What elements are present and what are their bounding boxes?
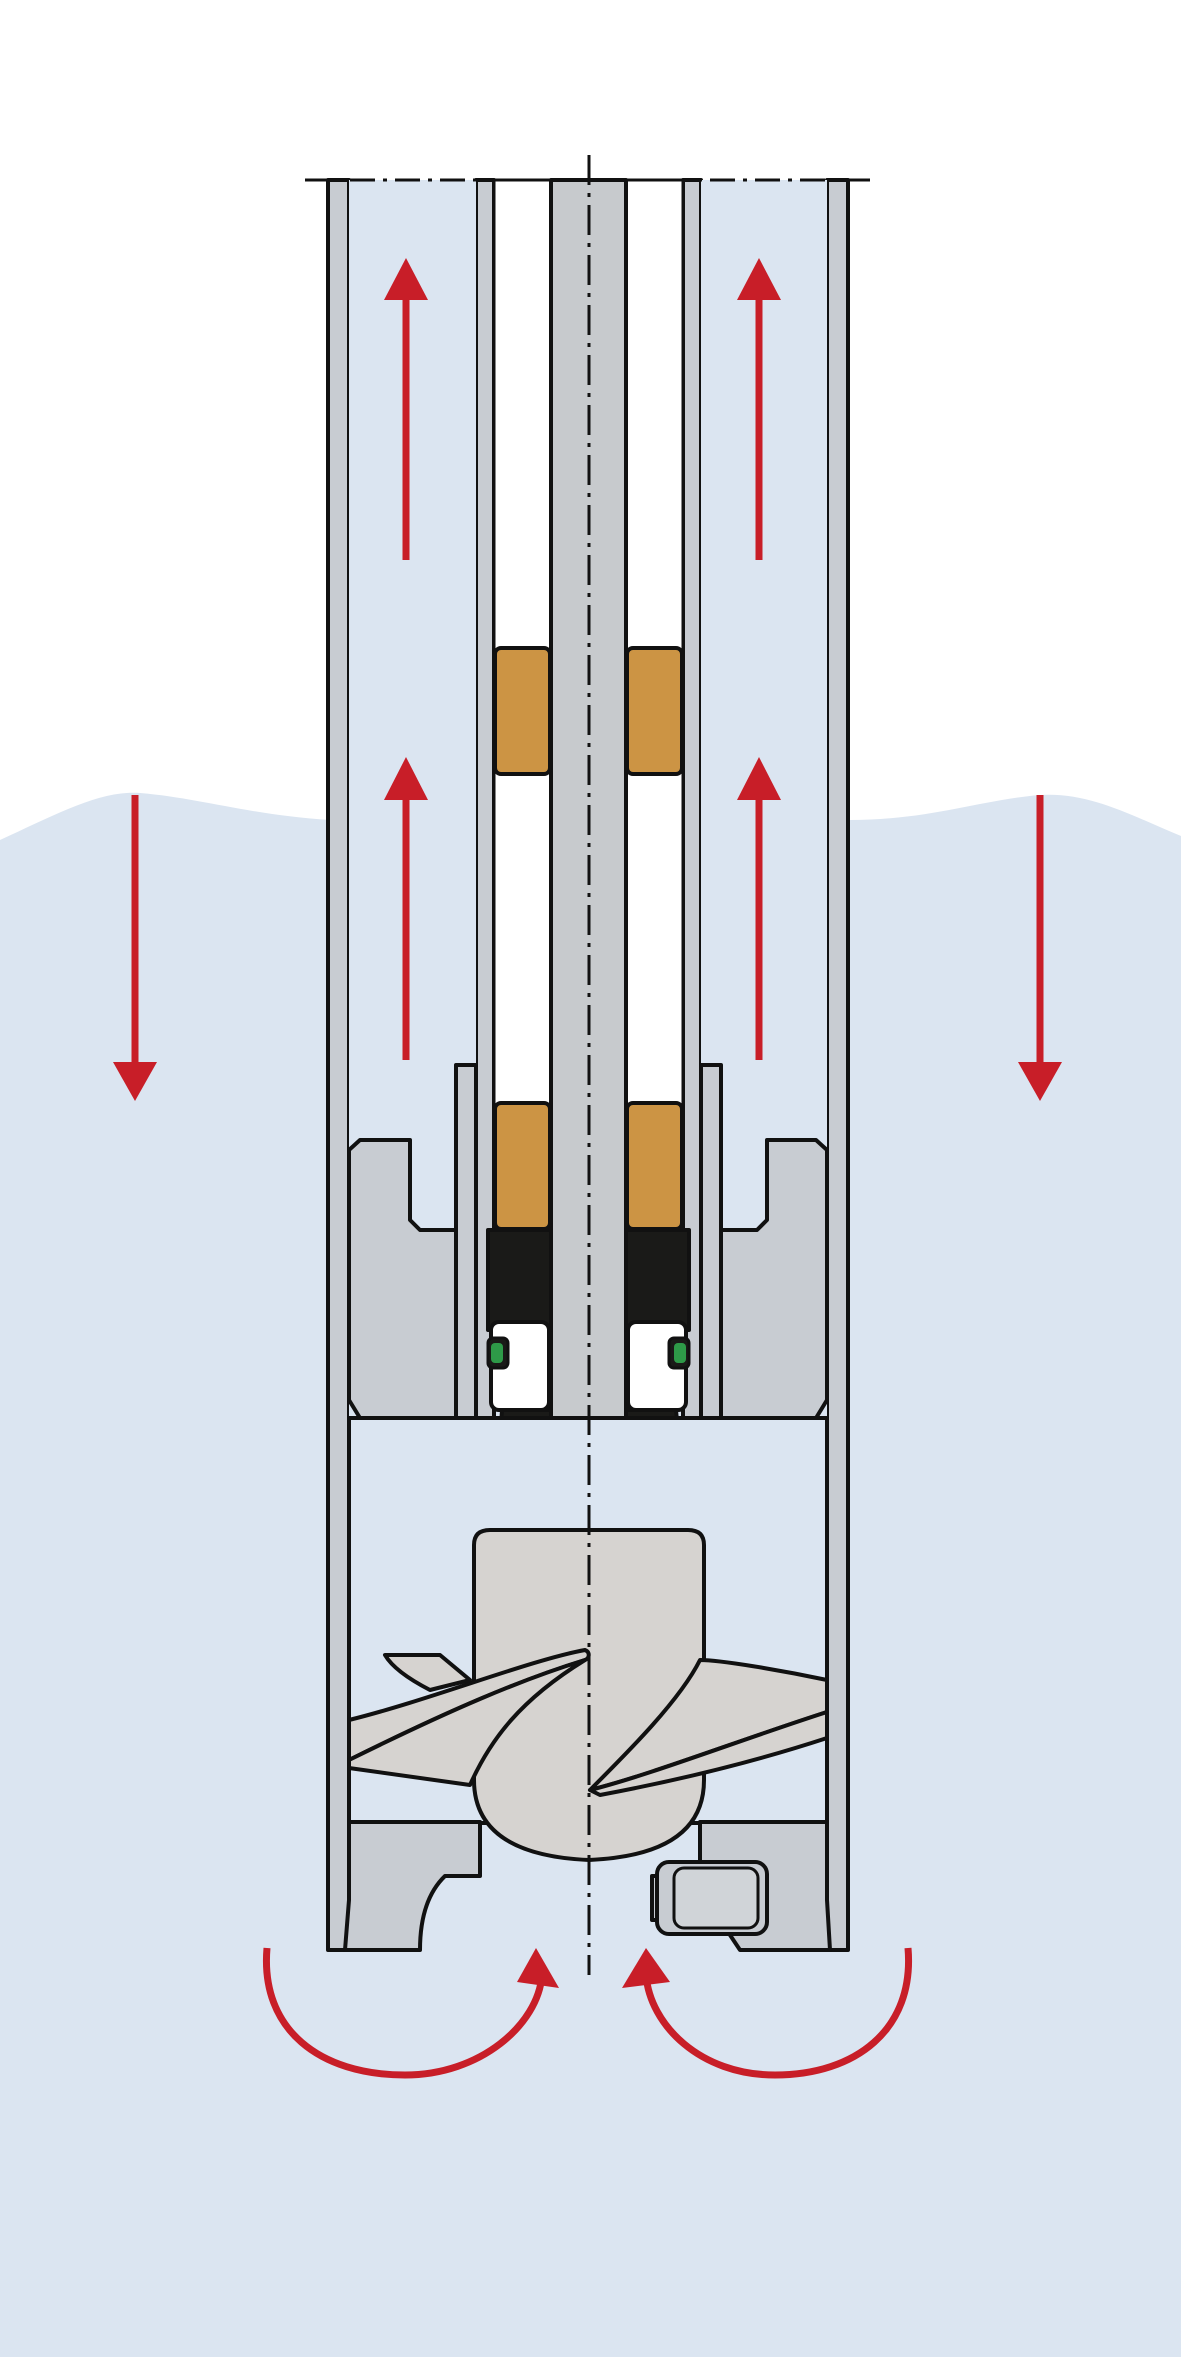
drain-plug-inner xyxy=(672,1866,760,1930)
flange-left xyxy=(347,1138,462,1420)
flow-arrow-icon xyxy=(737,757,781,1060)
seal-right xyxy=(624,1228,691,1332)
impeller-blade-left-tip xyxy=(383,1653,472,1692)
flow-arrows xyxy=(113,258,1062,2079)
collar-right xyxy=(699,1063,723,1422)
seal-left xyxy=(486,1228,553,1332)
lower-bearing-left xyxy=(493,1101,552,1231)
impeller-blade-left-lower xyxy=(347,1658,587,1787)
upper-bearing-left xyxy=(493,646,552,776)
upper-bearing-right xyxy=(625,646,684,776)
flow-arrow-icon xyxy=(1018,795,1062,1101)
base-casting-left xyxy=(343,1820,482,1952)
liquid-body-right xyxy=(850,794,1181,2357)
seal-oring-right xyxy=(674,1343,686,1363)
flow-arrow-icon xyxy=(113,795,157,1101)
flow-arrow-icon xyxy=(737,258,781,560)
outer-casing-left xyxy=(326,178,351,1952)
flow-arrow-icon xyxy=(384,258,428,560)
flow-arrow-icon xyxy=(622,1947,913,2079)
lower-bearing-right xyxy=(625,1101,684,1231)
collar-left xyxy=(454,1063,478,1422)
liquid-body xyxy=(0,792,330,2357)
flange-right xyxy=(715,1138,829,1420)
impeller-blade-right-lower xyxy=(588,1710,829,1797)
outer-casing-right xyxy=(825,178,850,1952)
flow-arrow-icon xyxy=(262,1947,559,2079)
flow-arrow-icon xyxy=(384,757,428,1060)
seal-oring-left xyxy=(491,1343,503,1363)
